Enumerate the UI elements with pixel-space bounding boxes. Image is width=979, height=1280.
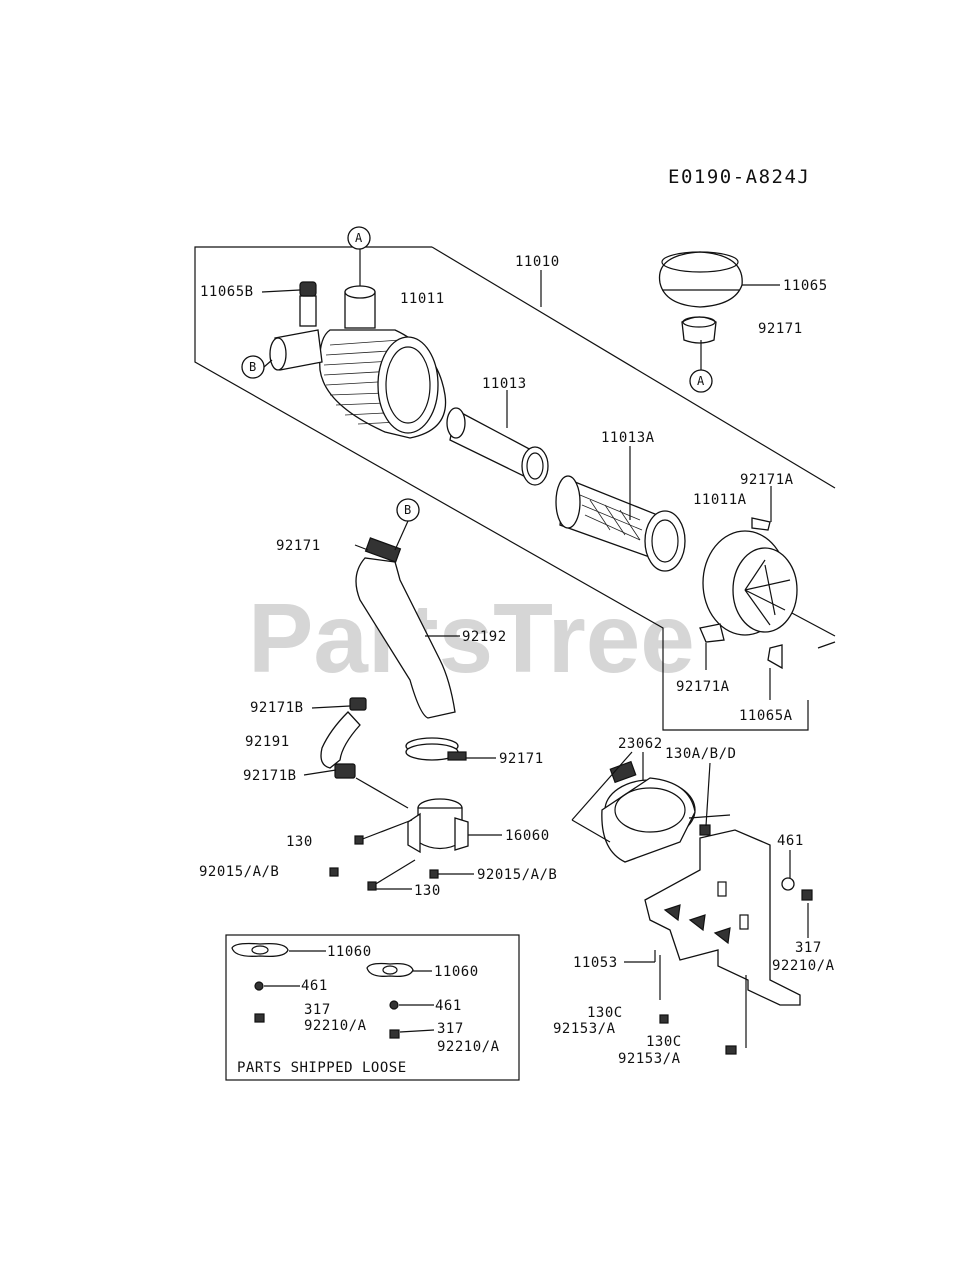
- mount-bracket: [644, 824, 813, 1055]
- label-461: 461: [777, 833, 804, 849]
- label-92171b-bottom: 92171B: [243, 768, 297, 784]
- label-130c-a: 130C: [587, 1005, 623, 1021]
- intake-elbow: [407, 798, 469, 854]
- label-130abd: 130A/B/D: [665, 746, 736, 762]
- air-cleaner-boundary: [194, 246, 836, 731]
- outer-filter-element: [555, 475, 686, 572]
- callout-a-top: A: [347, 226, 371, 250]
- label-11053: 11053: [573, 955, 618, 971]
- label-92171a-bottom: 92171A: [676, 679, 730, 695]
- label-11065: 11065: [783, 278, 828, 294]
- mount-bolts: [329, 819, 439, 891]
- label-11011: 11011: [400, 291, 445, 307]
- label-92171b-top: 92171B: [250, 700, 304, 716]
- cap-clamp: [681, 316, 717, 344]
- label-130c-b: 130C: [646, 1034, 682, 1050]
- loose-label-92210-a: 92210/A: [304, 1018, 367, 1034]
- air-duct: [601, 760, 696, 863]
- label-11013a: 11013A: [601, 430, 655, 446]
- air-cleaner-cover: [699, 517, 798, 670]
- label-92153-a: 92153/A: [553, 1021, 616, 1037]
- watermark: PartsTree: [248, 583, 695, 693]
- parts-shipped-loose-box: 11060 11060 461 461 317 92210/A 317 9221…: [225, 934, 520, 1081]
- svg-text:A: A: [697, 374, 705, 388]
- label-92015-right: 92015/A/B: [477, 867, 557, 883]
- loose-label-317-a: 317: [304, 1002, 331, 1018]
- label-130-left: 130: [286, 834, 313, 850]
- callout-b-hose: B: [396, 498, 420, 522]
- leader-lines: [261, 249, 809, 963]
- intake-hose: [355, 537, 456, 719]
- small-hose: [320, 697, 367, 779]
- loose-label-92210-b: 92210/A: [437, 1039, 500, 1055]
- label-11065a: 11065A: [739, 708, 793, 724]
- label-11010: 11010: [515, 254, 560, 270]
- label-92171a-top: 92171A: [740, 472, 794, 488]
- loose-label-461-b: 461: [435, 998, 462, 1014]
- svg-text:B: B: [404, 503, 411, 517]
- label-92015-left: 92015/A/B: [199, 864, 279, 880]
- label-11065b: 11065B: [200, 284, 254, 300]
- label-317: 317: [795, 940, 822, 956]
- label-23062: 23062: [618, 736, 663, 752]
- label-92153-b: 92153/A: [618, 1051, 681, 1067]
- rain-cap: [658, 251, 743, 308]
- label-11011a: 11011A: [693, 492, 747, 508]
- inner-filter-element: [446, 407, 549, 486]
- part-labels: 11010 11065B 11011 11065 92171 11013 110…: [199, 254, 835, 1067]
- label-92171-top: 92171: [758, 321, 803, 337]
- loose-box-title: PARTS SHIPPED LOOSE: [237, 1060, 407, 1076]
- loose-label-11060-b: 11060: [434, 964, 479, 980]
- svg-text:B: B: [249, 360, 256, 374]
- air-cleaner-housing: [269, 281, 447, 439]
- diagram-code: E0190-A824J: [668, 166, 810, 188]
- loose-label-317-b: 317: [437, 1021, 464, 1037]
- label-92171-hose: 92171: [276, 538, 321, 554]
- callout-a-right: A: [689, 369, 713, 393]
- label-130-bottom: 130: [414, 883, 441, 899]
- loose-label-461-a: 461: [301, 978, 328, 994]
- svg-text:A: A: [355, 231, 363, 245]
- label-92192: 92192: [462, 629, 507, 645]
- hose-clamp: [405, 737, 467, 761]
- label-92191: 92191: [245, 734, 290, 750]
- label-92210-right: 92210/A: [772, 958, 835, 974]
- label-11013: 11013: [482, 376, 527, 392]
- label-16060: 16060: [505, 828, 550, 844]
- label-92171-clamp: 92171: [499, 751, 544, 767]
- callout-b-left: B: [241, 355, 265, 379]
- loose-label-11060-a: 11060: [327, 944, 372, 960]
